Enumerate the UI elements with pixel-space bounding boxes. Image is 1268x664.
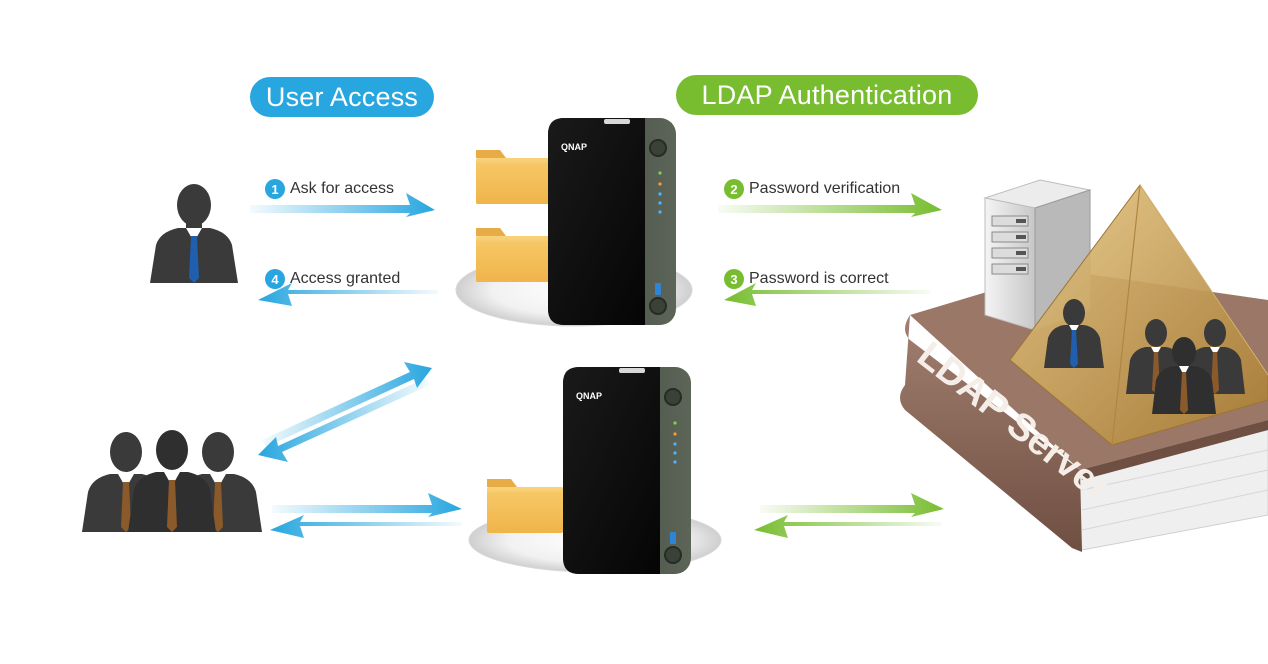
step-1-badge: 1	[265, 179, 285, 199]
step-4-label: 4 Access granted	[265, 269, 400, 289]
step-1-label: 1 Ask for access	[265, 179, 394, 199]
folder-icon	[476, 150, 552, 204]
step-1-text: Ask for access	[290, 180, 395, 197]
step-4-text: Access granted	[290, 270, 401, 287]
folder-icon	[487, 479, 563, 533]
arrow-nas-to-group	[270, 515, 462, 538]
step-2-badge: 2	[724, 179, 744, 199]
person-icon	[150, 184, 238, 283]
arrow-group-to-nas	[272, 493, 462, 517]
step-3-badge: 3	[724, 269, 744, 289]
arrow-diagonal-up	[262, 362, 432, 447]
step-2-text: Password verification	[749, 180, 901, 197]
step-4-badge: 4	[265, 269, 285, 289]
person-icon	[1044, 299, 1104, 368]
ldap-authentication-header: LDAP Authentication	[676, 75, 978, 115]
user-access-header: User Access	[250, 77, 434, 117]
step-2-label: 2 Password verification	[724, 179, 900, 199]
arrow-nas-to-ldap	[760, 493, 944, 517]
arrow-password-verification	[718, 193, 942, 217]
arrow-ldap-to-nas	[754, 515, 942, 538]
arrow-access-granted	[258, 283, 438, 306]
nas-brand-label: QNAP	[576, 391, 602, 401]
arrow-diagonal-down	[258, 378, 430, 462]
nas-device-bottom: QNAP	[563, 367, 691, 574]
arrow-password-correct	[724, 283, 930, 306]
person-icon	[1152, 337, 1216, 414]
nas-brand-label: QNAP	[561, 142, 587, 152]
step-3-label: 3 Password is correct	[724, 269, 889, 289]
step-3-text: Password is correct	[749, 270, 889, 287]
people-group-icon	[82, 430, 262, 532]
folder-icon	[476, 228, 552, 282]
nas-device-top: QNAP	[548, 118, 676, 325]
pyramid-icon	[1009, 184, 1268, 446]
arrow-ask-access	[250, 193, 435, 217]
